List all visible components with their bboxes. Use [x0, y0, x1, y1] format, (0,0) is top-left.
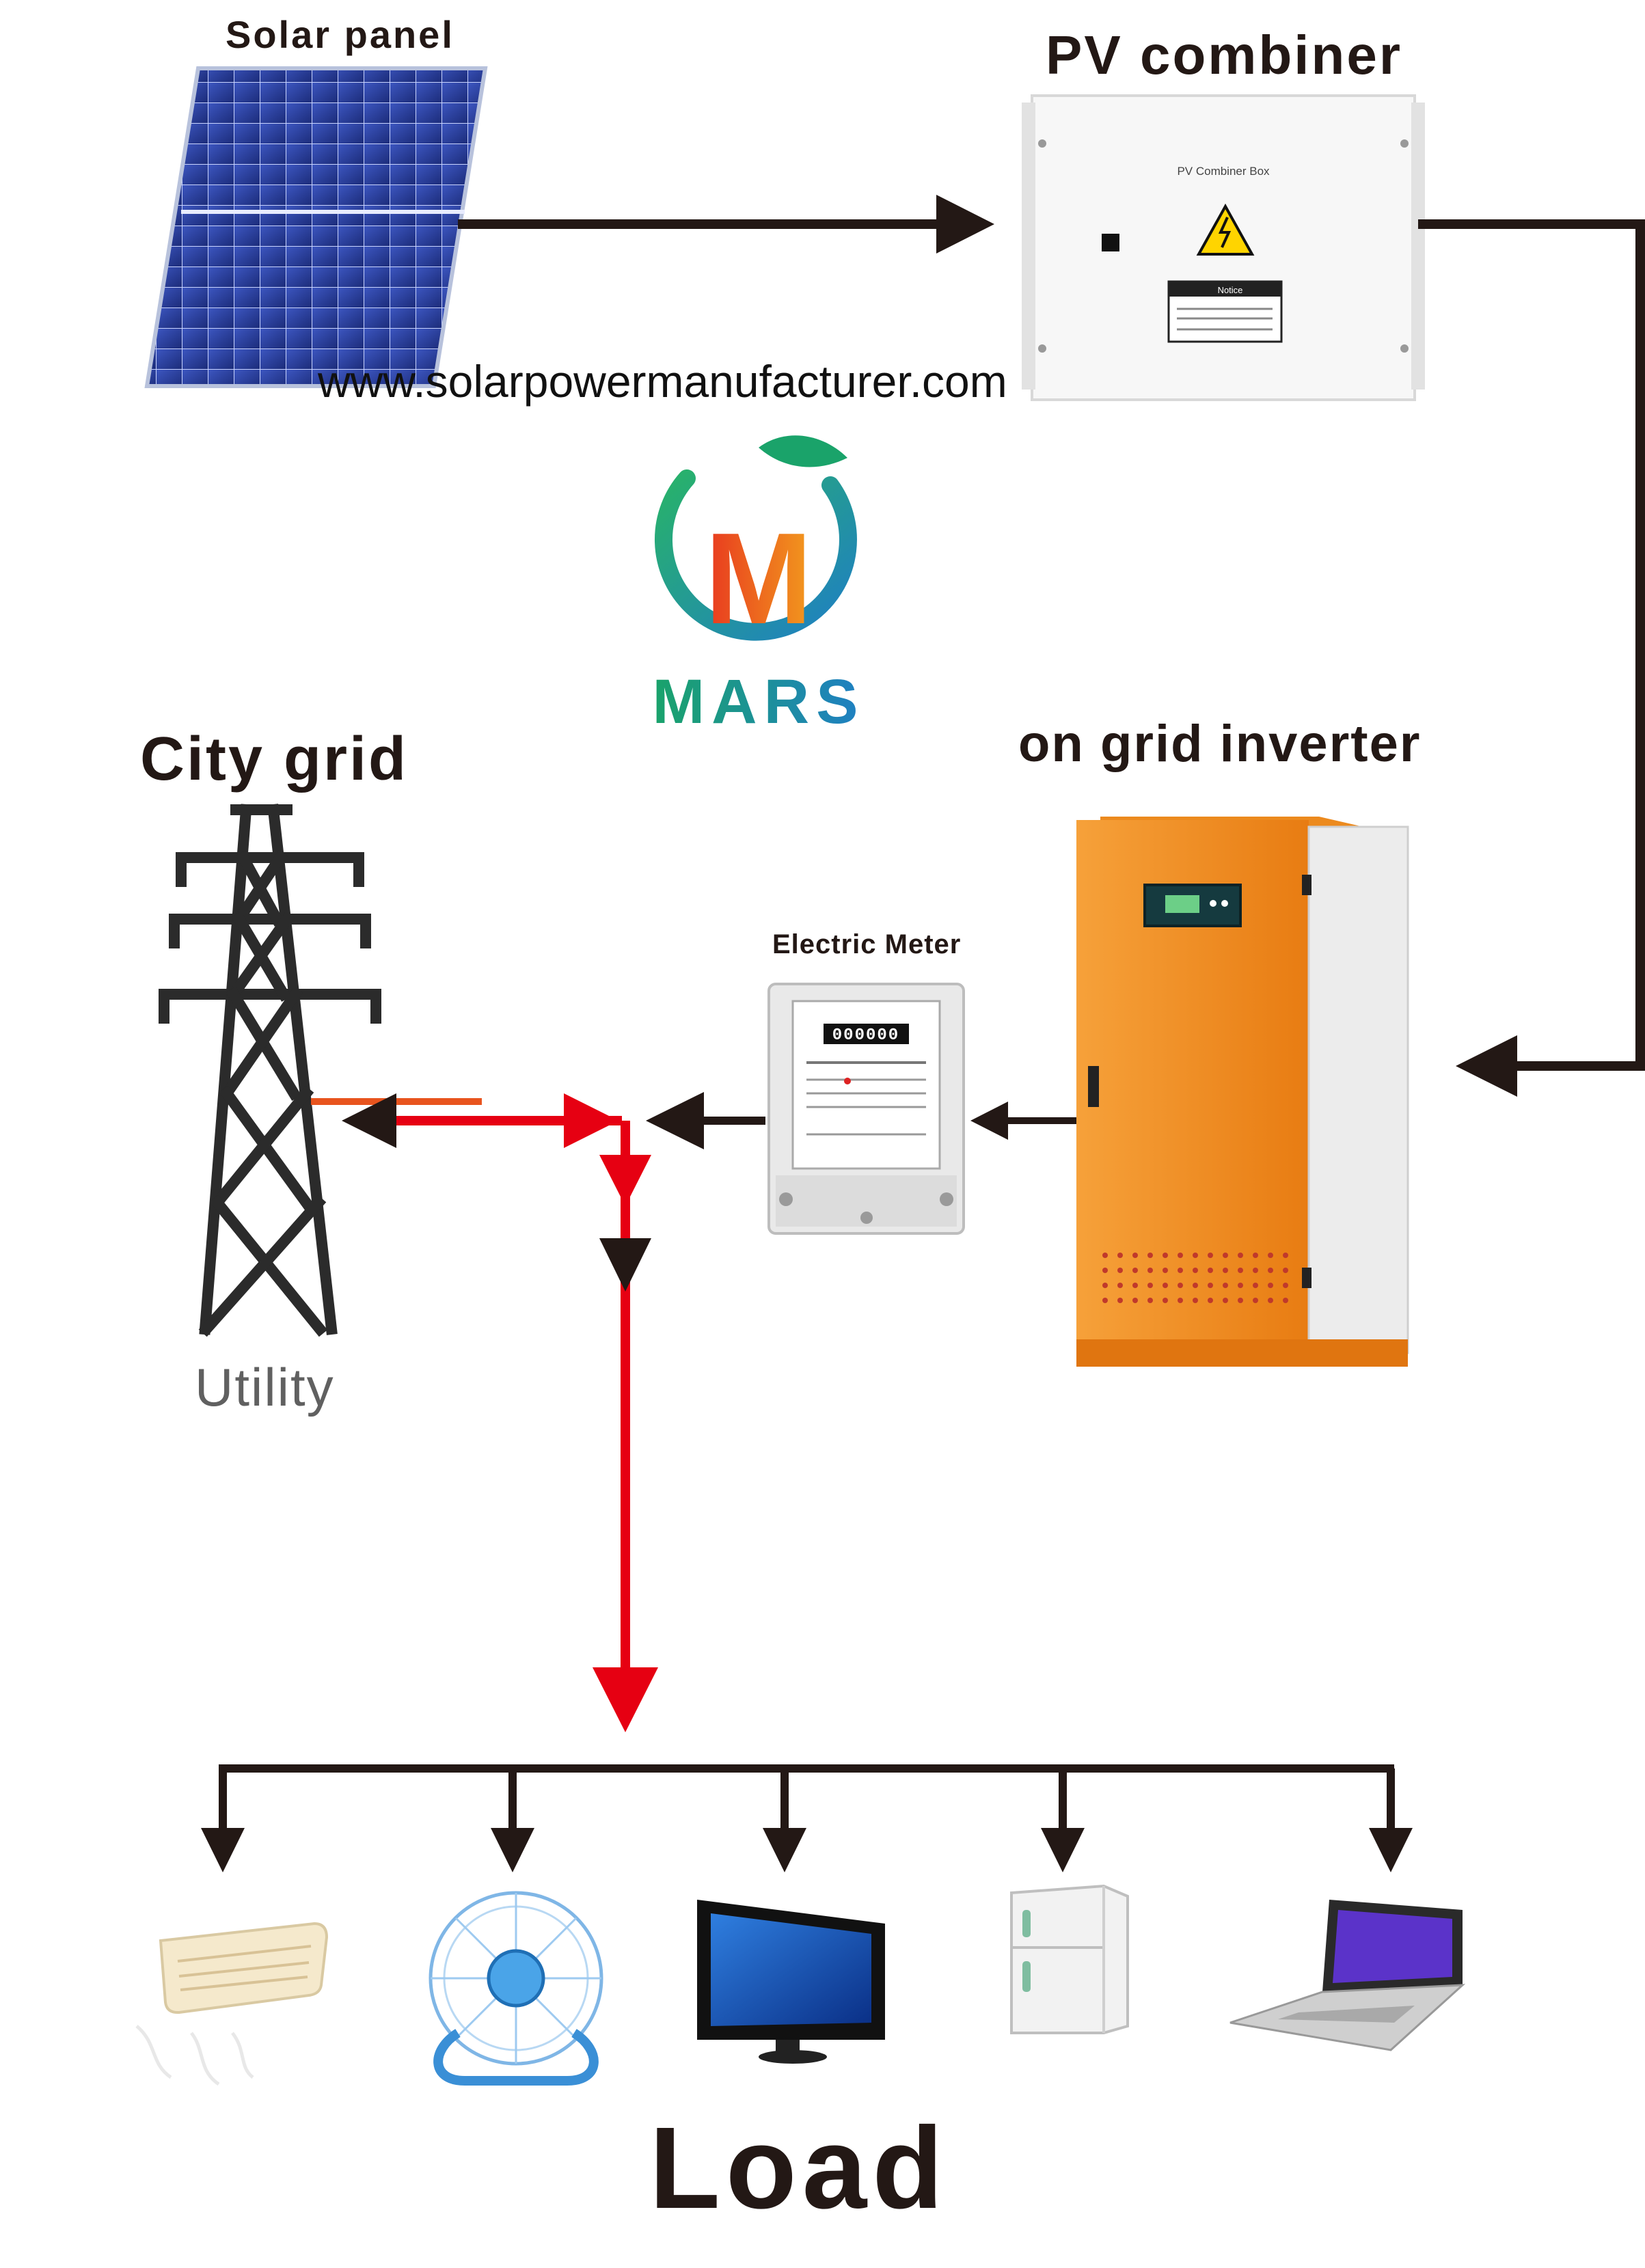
electric-meter-label: Electric Meter: [772, 929, 962, 959]
arrow-to-junction: [646, 1092, 704, 1149]
combiner-box-title: PV Combiner Box: [1177, 165, 1270, 178]
mars-logo: M MARS: [653, 435, 865, 737]
logo-wordmark: MARS: [653, 667, 865, 737]
arrow-to-combiner: [936, 195, 994, 254]
television-icon: [697, 1900, 885, 2064]
logo-mark-letter: M: [705, 506, 813, 651]
black-arrow-down: [599, 1238, 651, 1292]
air-conditioner-icon: [135, 1922, 329, 2086]
arrow-to-load: [593, 1667, 658, 1732]
leaf-icon: [759, 435, 847, 467]
combiner-switch-icon: [1102, 234, 1119, 251]
arrow-to-grid: [342, 1093, 396, 1148]
utility-label: Utility: [195, 1357, 335, 1417]
notice-title: Notice: [1218, 285, 1243, 295]
meter-reading: 000000: [832, 1026, 899, 1045]
laptop-icon: [1229, 1900, 1466, 2051]
solar-panel-label: Solar panel: [226, 13, 454, 56]
inverter-label: on grid inverter: [1018, 715, 1422, 773]
pv-combiner-label: PV combiner: [1046, 25, 1403, 85]
solar-panel-icon: [144, 66, 488, 388]
arrow-to-inverter: [1456, 1035, 1517, 1097]
transmission-tower-icon: [159, 804, 381, 1337]
refrigerator-icon: [1010, 1884, 1129, 2034]
fan-icon: [429, 1891, 603, 2086]
red-arrow-down-1: [599, 1155, 651, 1206]
high-voltage-warning-icon: [1196, 203, 1255, 256]
flow-arrows: [201, 195, 1645, 1872]
arrow-to-meter: [970, 1102, 1008, 1140]
inverter-cabinet-icon: [1076, 817, 1409, 1367]
load-label: Load: [649, 2103, 949, 2233]
pv-combiner-box-icon: PV Combiner Box Notice: [1022, 94, 1425, 401]
red-arrow-right: [564, 1093, 618, 1148]
electric-meter-icon: 000000: [767, 983, 965, 1235]
website-url: www.solarpowermanufacturer.com: [318, 356, 1007, 407]
city-grid-label: City grid: [140, 725, 409, 793]
